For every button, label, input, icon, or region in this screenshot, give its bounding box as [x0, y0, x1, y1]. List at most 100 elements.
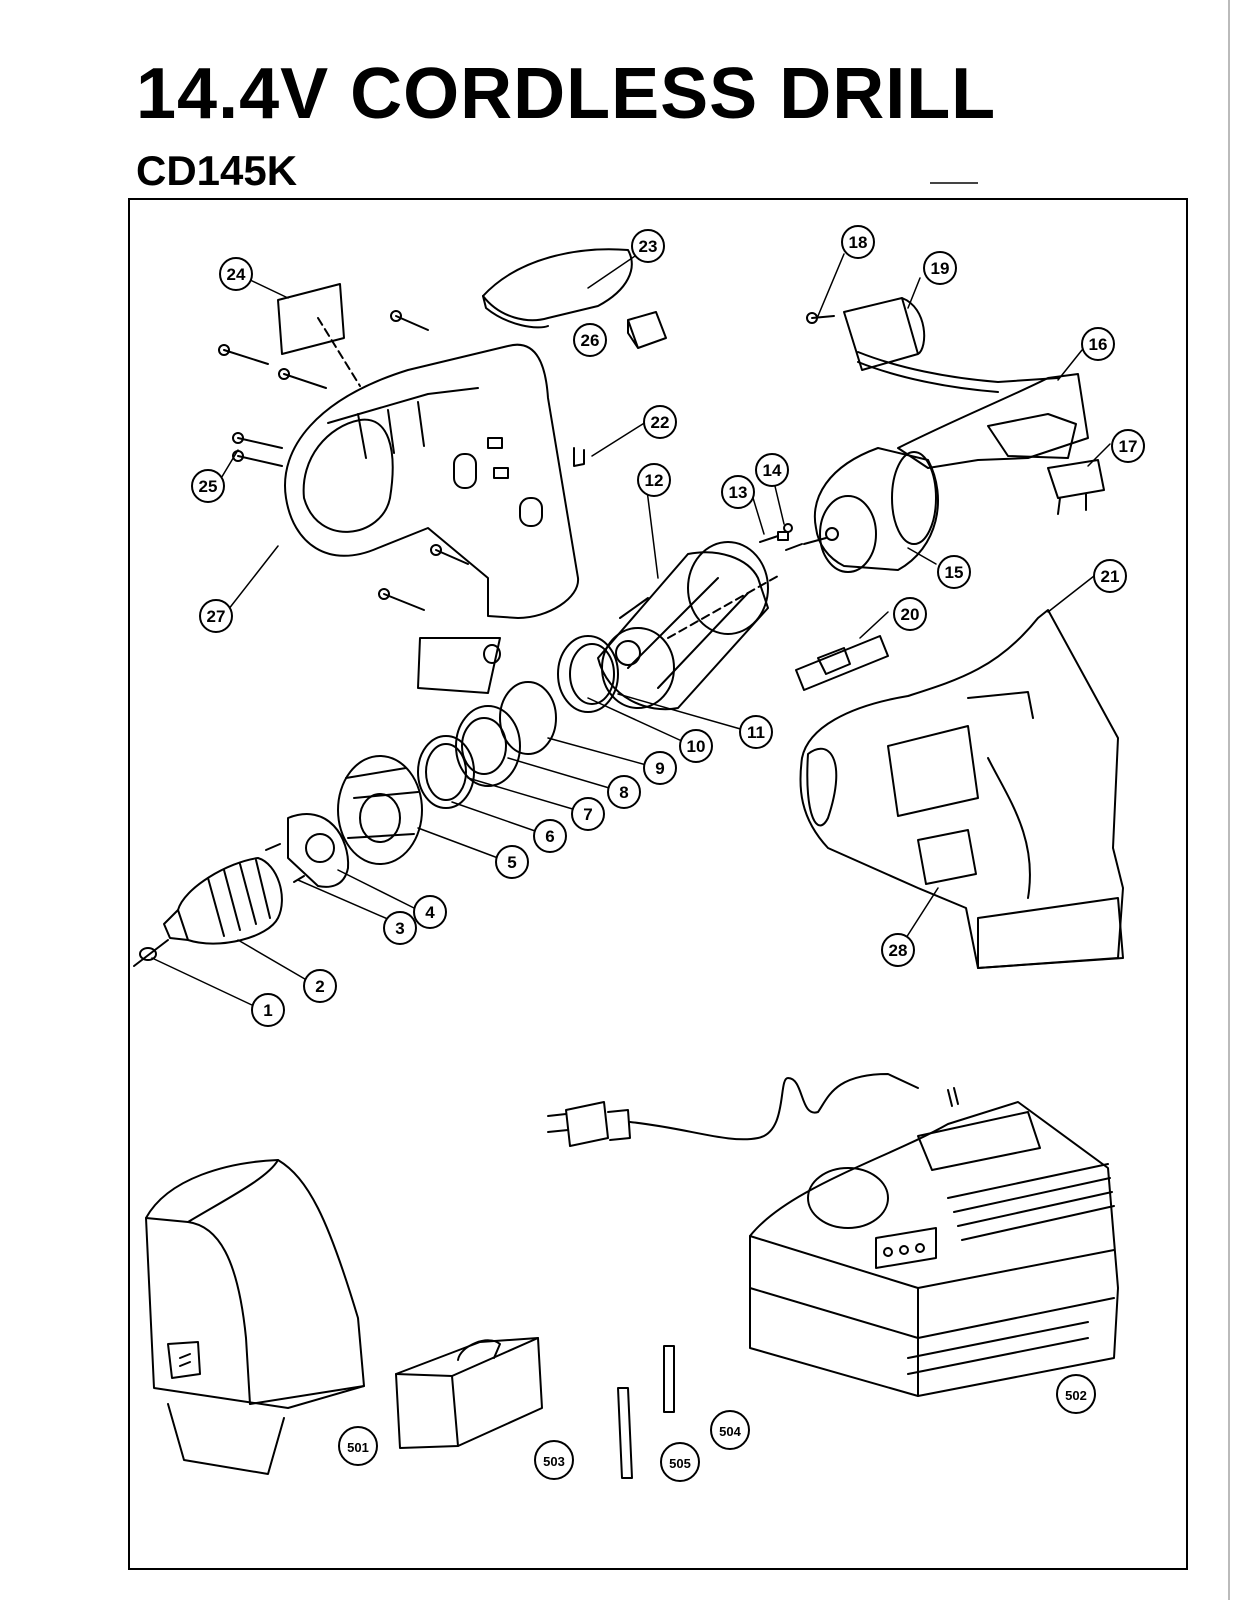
callout-18: 18 [841, 225, 875, 259]
exploded-parts-diagram: 1234567891011121314151617181920212223242… [133, 225, 1145, 1482]
callout-circle [679, 729, 713, 763]
charger-power-cord [547, 1073, 959, 1147]
callout-number: 11 [747, 723, 765, 742]
callout-number: 2 [315, 977, 324, 996]
callout-17: 17 [1111, 429, 1145, 463]
callout-circle [937, 555, 971, 589]
callout-circle [1056, 1374, 1096, 1414]
part-21-housing [799, 609, 1124, 969]
callout-number: 24 [227, 265, 246, 284]
callout-circle [495, 845, 529, 879]
callout-6: 6 [533, 819, 567, 853]
callout-circle [219, 257, 253, 291]
part-18-screw [811, 315, 835, 319]
callout-group: 1234567891011121314151617181920212223242… [191, 225, 1145, 1482]
callout-number: 3 [395, 919, 404, 938]
callout-504: 504 [710, 1410, 750, 1450]
part-501-battery [145, 1159, 365, 1475]
callout-505: 505 [660, 1442, 700, 1482]
callout-circle [660, 1442, 700, 1482]
callout-number: 504 [719, 1424, 741, 1439]
callout-1: 1 [251, 993, 285, 1027]
part-504-505-bits [617, 1345, 675, 1479]
callout-number: 505 [669, 1456, 691, 1471]
callout-number: 21 [1101, 567, 1120, 586]
part-4-plate [287, 813, 350, 888]
callout-9: 9 [643, 751, 677, 785]
callout-7: 7 [571, 797, 605, 831]
callout-circle [1111, 429, 1145, 463]
callout-circle [534, 1440, 574, 1480]
callout-number: 13 [729, 483, 748, 502]
callout-circle [573, 323, 607, 357]
callout-24: 24 [219, 257, 253, 291]
callout-number: 12 [645, 471, 664, 490]
callout-19: 19 [923, 251, 957, 285]
callout-number: 9 [655, 759, 664, 778]
callout-28: 28 [881, 933, 915, 967]
part-20-switch [795, 635, 889, 691]
callout-number: 1 [263, 1001, 272, 1020]
part-24-label [277, 283, 345, 355]
callout-circle [721, 475, 755, 509]
callout-number: 5 [507, 853, 516, 872]
part-5-11-gear-stack [337, 635, 619, 865]
callout-circle [303, 969, 337, 1003]
callout-number: 503 [543, 1454, 565, 1469]
callout-23: 23 [631, 229, 665, 263]
callout-number: 18 [849, 233, 868, 252]
callout-number: 4 [425, 903, 435, 922]
callout-circle [841, 225, 875, 259]
callout-8: 8 [607, 775, 641, 809]
part-17-contact [1047, 459, 1105, 515]
callout-number: 25 [199, 477, 218, 496]
callout-number: 6 [545, 827, 554, 846]
callout-circle [1093, 559, 1127, 593]
header-rule [930, 182, 978, 184]
callout-number: 7 [583, 805, 592, 824]
callout-circle [251, 993, 285, 1027]
part-25-screws [218, 310, 469, 611]
callout-26: 26 [573, 323, 607, 357]
callout-circle [413, 895, 447, 929]
callout-2: 2 [303, 969, 337, 1003]
callout-3: 3 [383, 911, 417, 945]
callout-circle [710, 1410, 750, 1450]
callout-number: 26 [581, 331, 600, 350]
callout-number: 16 [1089, 335, 1108, 354]
callout-25: 25 [191, 469, 225, 503]
callout-number: 14 [763, 461, 782, 480]
callout-circle [191, 469, 225, 503]
callout-circle [571, 797, 605, 831]
callout-circle [338, 1426, 378, 1466]
callout-14: 14 [755, 453, 789, 487]
part-502-charger [749, 1101, 1119, 1397]
callout-20: 20 [893, 597, 927, 631]
leader-lines [151, 253, 1111, 1007]
callout-number: 15 [945, 563, 964, 582]
callout-number: 27 [207, 607, 226, 626]
callout-circle [383, 911, 417, 945]
callout-circle [643, 405, 677, 439]
callout-21: 21 [1093, 559, 1127, 593]
callout-number: 8 [619, 783, 628, 802]
diagram-frame [128, 198, 1188, 1570]
part-1-screw [133, 939, 169, 967]
callout-circle [533, 819, 567, 853]
part-2-chuck [163, 857, 283, 945]
part-23-cover [482, 248, 633, 322]
callout-27: 27 [199, 599, 233, 633]
callout-13: 13 [721, 475, 755, 509]
part-12-gearbox [597, 541, 769, 711]
callout-501: 501 [338, 1426, 378, 1466]
part-13-14-screws [759, 523, 803, 551]
model-number: CD145K [136, 147, 298, 194]
callout-number: 17 [1119, 437, 1138, 456]
callout-number: 23 [639, 237, 658, 256]
part-19-switch [843, 297, 926, 371]
part-26-clip [627, 311, 667, 349]
callout-502: 502 [1056, 1374, 1096, 1414]
callout-circle [739, 715, 773, 749]
part-503-case [395, 1337, 543, 1449]
callout-number: 19 [931, 259, 950, 278]
